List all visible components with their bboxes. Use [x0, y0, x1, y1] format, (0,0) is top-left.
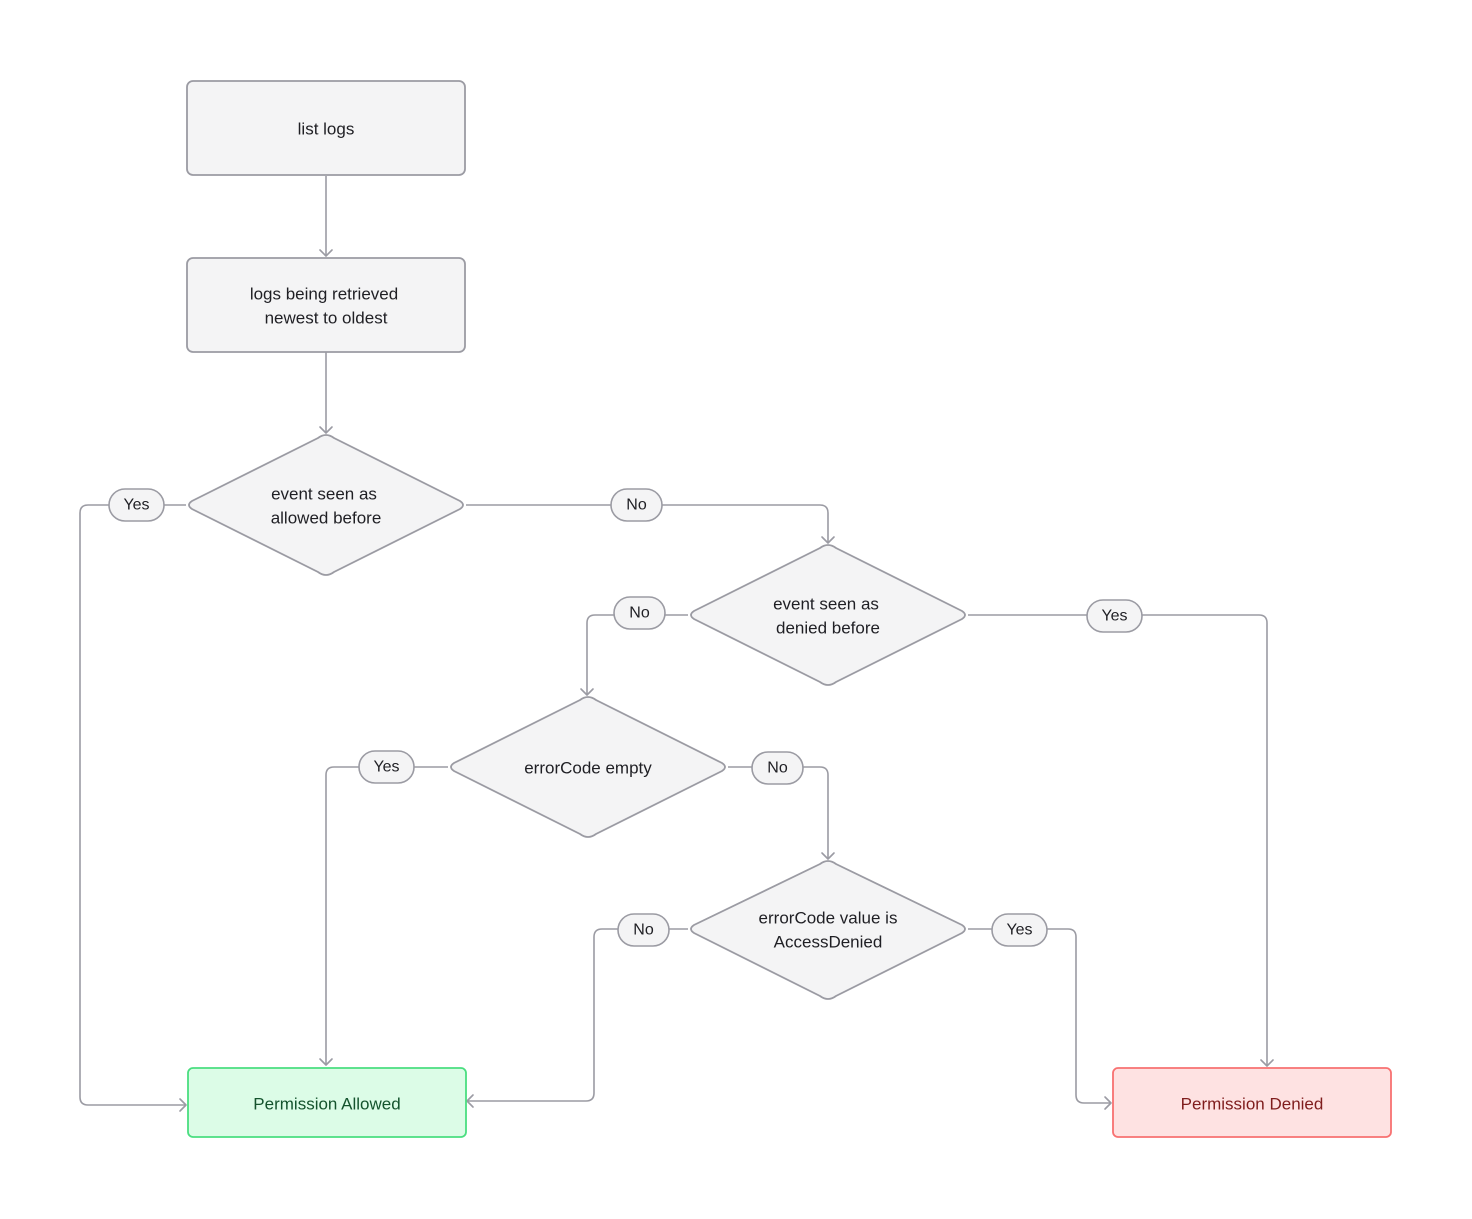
arrowhead — [1260, 1059, 1274, 1067]
edge-label-allowed-no: No — [610, 488, 663, 522]
edge-allowed-yes — [79, 504, 186, 1106]
arrowhead — [319, 249, 333, 257]
node-label-line-1: event seen as — [773, 595, 879, 614]
edge-label-text: No — [633, 922, 654, 939]
allowed-box — [187, 1067, 467, 1138]
decision-seen-denied: event seen as denied before — [690, 544, 966, 686]
arrowhead — [821, 536, 835, 544]
arrowhead — [179, 1098, 187, 1112]
terminal-permission-allowed: Permission Allowed — [187, 1067, 467, 1138]
node-label: Permission Denied — [1181, 1095, 1324, 1114]
node-logs-retrieved: logs being retrieved newest to oldest — [186, 257, 466, 353]
edge-label-pill — [108, 488, 165, 522]
decision-diamond — [450, 696, 726, 838]
edge-label-pill — [358, 750, 415, 784]
edge-label-pill — [751, 751, 804, 785]
edge-label-text: No — [626, 497, 647, 514]
node-list-logs: list logs — [186, 80, 466, 176]
edges — [79, 176, 1274, 1112]
arrowhead — [466, 1094, 474, 1108]
edge-access-yes — [968, 928, 1111, 1104]
decision-seen-allowed: event seen as allowed before — [188, 434, 464, 576]
process-box — [186, 80, 466, 176]
edge-label-text: No — [767, 760, 788, 777]
edge-denied-no — [586, 614, 688, 695]
edge-label-text: Yes — [1006, 922, 1032, 939]
node-label-line-1: errorCode value is — [759, 909, 898, 928]
arrowhead — [1104, 1096, 1112, 1110]
decision-diamond — [690, 860, 966, 1000]
node-label-line-2: denied before — [776, 619, 880, 638]
edge-access-no — [467, 928, 688, 1102]
edge-label-text: Yes — [373, 759, 399, 776]
node-label-line-1: logs being retrieved — [250, 285, 398, 304]
edge-empty-no — [728, 766, 829, 859]
edge-labels: Yes No No Yes Yes No No Yes — [108, 488, 1143, 947]
edge-label-text: Yes — [1101, 608, 1127, 625]
node-label: Permission Allowed — [253, 1095, 400, 1114]
edge-label-text: No — [629, 605, 650, 622]
edge-label-pill — [1086, 599, 1143, 633]
arrowhead — [580, 688, 594, 696]
edge-denied-yes — [968, 614, 1268, 1066]
node-label-line-2: newest to oldest — [265, 309, 388, 328]
denied-box — [1112, 1067, 1392, 1138]
edge-label-denied-yes: Yes — [1086, 599, 1143, 633]
terminal-permission-denied: Permission Denied — [1112, 1067, 1392, 1138]
edge-empty-yes — [325, 766, 448, 1065]
node-label: errorCode empty — [524, 759, 652, 778]
decision-diamond — [690, 544, 966, 686]
process-box — [186, 257, 466, 353]
edge-label-text: Yes — [123, 497, 149, 514]
arrowhead — [319, 1058, 333, 1066]
edge-label-empty-no: No — [751, 751, 804, 785]
edge-allowed-no — [466, 504, 829, 543]
node-label: list logs — [298, 120, 355, 139]
edge-label-access-no: No — [617, 913, 670, 947]
edge-label-allowed-yes: Yes — [108, 488, 165, 522]
node-label-line-1: event seen as — [271, 485, 377, 504]
arrowhead — [821, 852, 835, 860]
edge-label-pill — [617, 913, 670, 947]
edge-label-pill — [613, 596, 666, 630]
arrowhead — [319, 426, 333, 434]
edge-label-pill — [610, 488, 663, 522]
decision-errorcode-empty: errorCode empty — [450, 696, 726, 838]
edge-label-denied-no: No — [613, 596, 666, 630]
decision-errorcode-accessdenied: errorCode value is AccessDenied — [690, 860, 966, 1000]
edge-label-pill — [991, 913, 1048, 947]
edge-label-access-yes: Yes — [991, 913, 1048, 947]
node-label-line-2: allowed before — [271, 509, 382, 528]
edge-label-empty-yes: Yes — [358, 750, 415, 784]
node-label-line-2: AccessDenied — [774, 933, 883, 952]
decision-diamond — [188, 434, 464, 576]
